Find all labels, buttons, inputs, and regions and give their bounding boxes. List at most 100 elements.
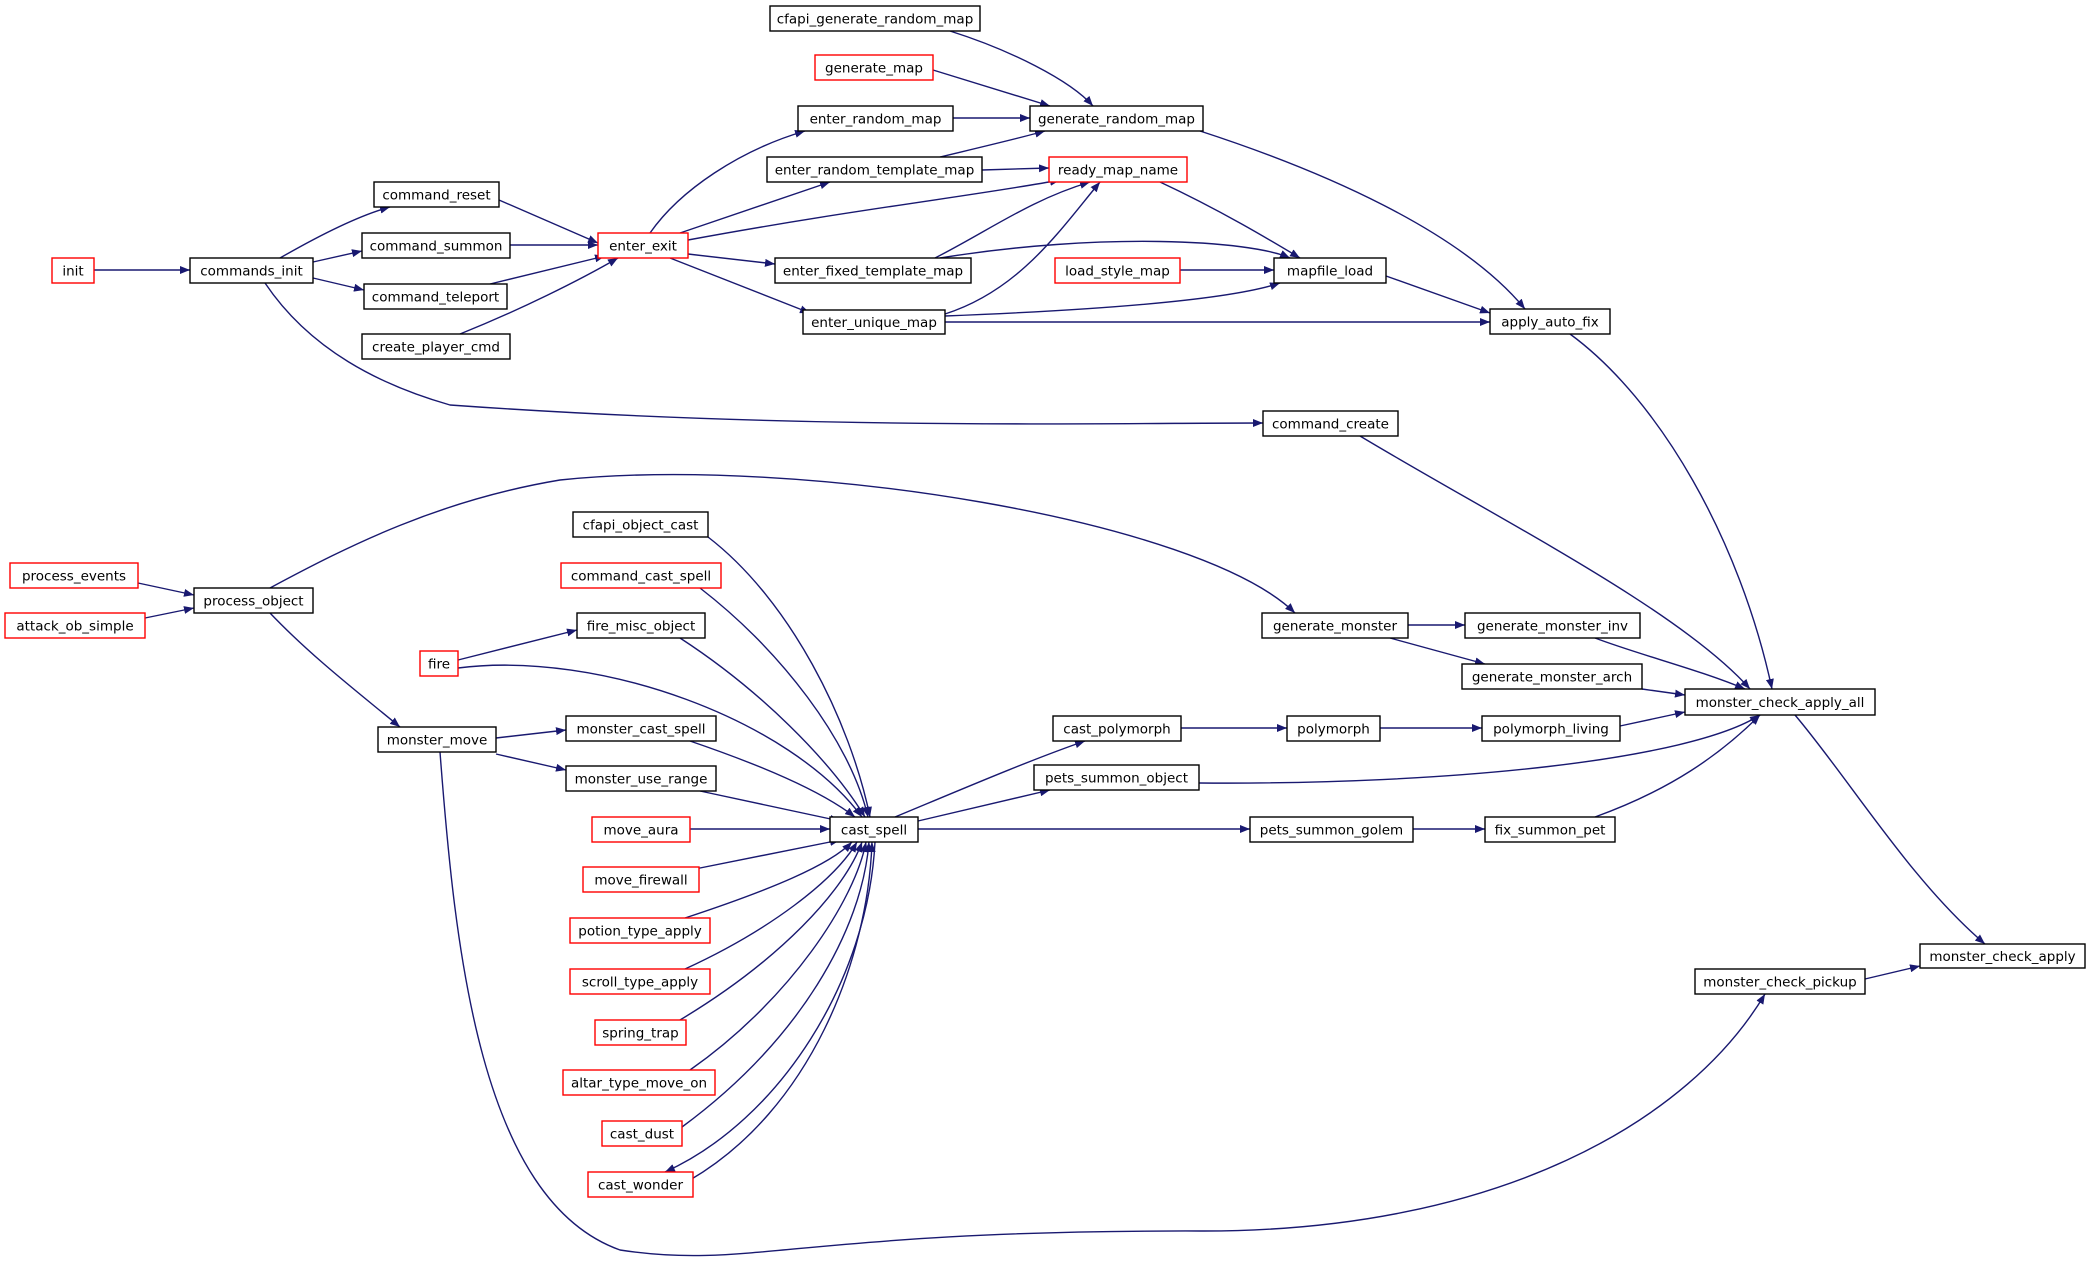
node-monster_check_pickup[interactable]: monster_check_pickup [1694,968,1866,995]
node-box [797,105,954,132]
node-label: monster_check_apply_all [1696,695,1865,711]
node-box [1484,816,1616,843]
node-box [4,612,146,639]
edge-monster_move-to-monster_use_range [495,753,567,772]
node-label: generate_random_map [1038,112,1195,128]
node-cfapi_generate_random_map[interactable]: cfapi_generate_random_map [769,5,981,32]
node-attack_ob_simple[interactable]: attack_ob_simple [4,612,146,639]
node-move_aura[interactable]: move_aura [591,816,691,843]
node-spring_trap[interactable]: spring_trap [594,1019,687,1046]
node-cast_wonder[interactable]: cast_wonder [587,1171,694,1198]
node-box [193,587,314,614]
edge-process_object-to-monster_move [269,612,401,728]
node-polymorph_living[interactable]: polymorph_living [1481,715,1621,742]
node-scroll_type_apply[interactable]: scroll_type_apply [569,968,711,995]
node-box [565,765,717,792]
node-command_create[interactable]: command_create [1262,410,1399,437]
edge-scroll_type_apply-to-cast_spell [684,841,858,970]
edge-spring_trap-to-cast_spell [679,841,863,1021]
node-label: monster_check_apply [1929,949,2075,965]
node-label: attack_ob_simple [16,619,133,635]
node-box [569,968,711,995]
node-command_reset[interactable]: command_reset [373,181,500,208]
node-cfapi_object_cast[interactable]: cfapi_object_cast [572,511,709,538]
edge-monster_cast_spell-to-cast_spell [689,740,856,818]
node-box [1694,968,1866,995]
node-label: cast_wonder [598,1178,684,1194]
node-command_summon[interactable]: command_summon [361,232,511,259]
edge-cfapi_object_cast-to-cast_spell [707,536,872,818]
node-label: generate_map [825,61,923,77]
node-label: enter_unique_map [811,315,937,331]
node-box [1919,943,2086,969]
node-label: monster_check_pickup [1703,975,1856,991]
node-altar_type_move_on[interactable]: altar_type_move_on [562,1069,716,1096]
node-monster_move[interactable]: monster_move [377,726,497,753]
node-process_object[interactable]: process_object [193,587,314,614]
node-box [1033,764,1200,791]
node-command_teleport[interactable]: command_teleport [363,283,508,310]
node-box [1048,156,1188,183]
node-ready_map_name[interactable]: ready_map_name [1048,156,1188,183]
edge-fire-to-fire_misc_object [457,628,578,661]
node-monster_use_range[interactable]: monster_use_range [565,765,717,792]
node-label: init [62,264,83,280]
node-generate_monster_inv[interactable]: generate_monster_inv [1464,612,1641,639]
node-generate_map[interactable]: generate_map [814,54,934,81]
node-generate_random_map[interactable]: generate_random_map [1029,105,1204,132]
edge-cast_dust-to-cast_spell [681,841,873,1128]
node-monster_check_apply[interactable]: monster_check_apply [1919,943,2086,969]
edge-command_teleport-to-enter_exit [489,254,606,285]
node-cast_polymorph[interactable]: cast_polymorph [1052,715,1182,742]
node-monster_cast_spell[interactable]: monster_cast_spell [565,715,717,742]
node-label: monster_move [387,733,488,749]
node-box [769,5,981,32]
node-commands_init[interactable]: commands_init [189,257,314,284]
node-label: monster_cast_spell [576,722,705,738]
edge-monster_check_apply_all-to-monster_check_apply [1794,714,1986,945]
node-fire[interactable]: fire [419,650,459,677]
node-box [1286,715,1381,742]
node-command_cast_spell[interactable]: command_cast_spell [560,562,722,589]
node-label: move_firewall [594,873,687,889]
edge-attack_ob_simple-to-process_object [144,606,195,619]
node-cast_dust[interactable]: cast_dust [601,1120,683,1147]
node-monster_check_apply_all[interactable]: monster_check_apply_all [1684,688,1876,716]
node-process_events[interactable]: process_events [9,562,139,589]
node-create_player_cmd[interactable]: create_player_cmd [361,333,511,360]
node-enter_exit[interactable]: enter_exit [597,232,689,259]
node-enter_fixed_template_map[interactable]: enter_fixed_template_map [774,257,972,284]
edge-fire_misc_object-to-cast_spell [679,637,866,818]
edge-mapfile_load-to-apply_auto_fix [1385,275,1491,314]
edge-process_events-to-process_object [137,582,195,597]
node-cast_spell[interactable]: cast_spell [829,816,919,843]
node-pets_summon_object[interactable]: pets_summon_object [1033,764,1200,791]
node-label: altar_type_move_on [571,1076,707,1092]
node-enter_unique_map[interactable]: enter_unique_map [802,309,946,335]
edge-generate_monster_arch-to-monster_check_apply_all [1641,688,1686,698]
node-mapfile_load[interactable]: mapfile_load [1273,257,1387,284]
node-generate_monster[interactable]: generate_monster [1261,612,1409,639]
node-label: fire_misc_object [587,619,696,635]
node-box [9,562,139,589]
node-init[interactable]: init [51,257,95,284]
node-load_style_map[interactable]: load_style_map [1054,257,1181,284]
node-enter_random_map[interactable]: enter_random_map [797,105,954,132]
node-potion_type_apply[interactable]: potion_type_apply [569,917,711,944]
node-label: enter_exit [609,239,677,255]
edge-apply_auto_fix-to-monster_check_apply_all [1569,333,1774,690]
node-enter_random_template_map[interactable]: enter_random_template_map [766,156,983,183]
edge-enter_exit-to-enter_fixed_template_map [687,253,776,267]
edge-generate_random_map-to-apply_auto_fix [1199,130,1526,310]
node-fix_summon_pet[interactable]: fix_summon_pet [1484,816,1616,843]
node-pets_summon_golem[interactable]: pets_summon_golem [1249,816,1414,843]
node-move_firewall[interactable]: move_firewall [582,866,700,893]
node-apply_auto_fix[interactable]: apply_auto_fix [1489,308,1611,335]
node-box [1029,105,1204,132]
node-label: cast_polymorph [1063,722,1170,738]
edge-process_object-to-generate_monster [269,473,1296,614]
node-generate_monster_arch[interactable]: generate_monster_arch [1461,663,1643,690]
node-fire_misc_object[interactable]: fire_misc_object [576,612,706,639]
node-polymorph[interactable]: polymorph [1286,715,1381,742]
